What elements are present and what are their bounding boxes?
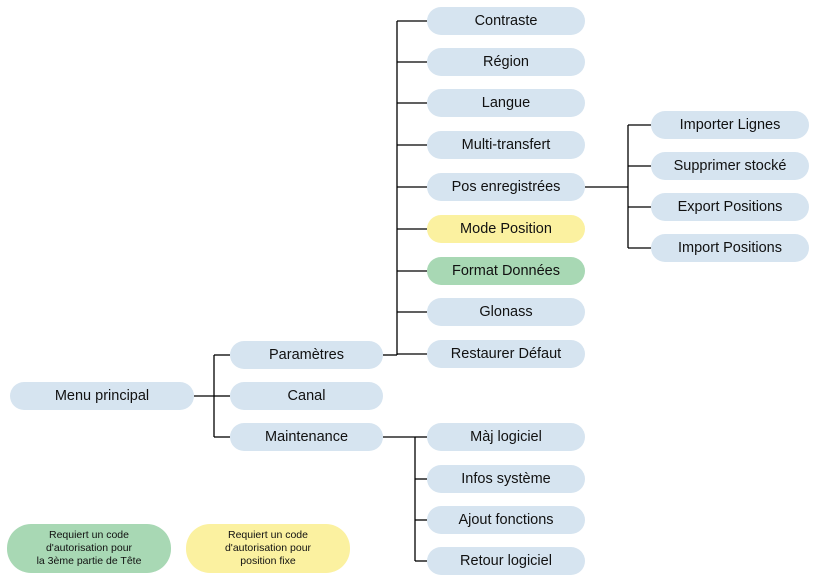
node-multi-transfert[interactable]: Multi-transfert <box>427 131 585 159</box>
legend-auth-head-line3: la 3ème partie de Tête <box>36 555 142 567</box>
node-supprimer-stocke[interactable]: Supprimer stocké <box>651 152 809 180</box>
legend-auth-fixed-line1: Requiert un code <box>228 529 308 541</box>
node-importer-lignes[interactable]: Importer Lignes <box>651 111 809 139</box>
legend-auth-fixed-line2: d'autorisation pour <box>224 542 312 554</box>
node-maj-logiciel[interactable]: Màj logiciel <box>427 423 585 451</box>
node-infos-systeme[interactable]: Infos système <box>427 465 585 493</box>
node-import-positions[interactable]: Import Positions <box>651 234 809 262</box>
node-canal[interactable]: Canal <box>230 382 383 410</box>
legend-auth-fixed: Requiert un code d'autorisation pour pos… <box>186 524 350 573</box>
node-mode-position[interactable]: Mode Position <box>427 215 585 243</box>
legend-auth-head: Requiert un code d'autorisation pour la … <box>7 524 171 573</box>
node-retour-logiciel[interactable]: Retour logiciel <box>427 547 585 575</box>
node-langue[interactable]: Langue <box>427 89 585 117</box>
node-parametres[interactable]: Paramètres <box>230 341 383 369</box>
node-restaurer-defaut[interactable]: Restaurer Défaut <box>427 340 585 368</box>
node-region[interactable]: Région <box>427 48 585 76</box>
node-maintenance[interactable]: Maintenance <box>230 423 383 451</box>
node-ajout-fonctions[interactable]: Ajout fonctions <box>427 506 585 534</box>
node-menu-principal[interactable]: Menu principal <box>10 382 194 410</box>
legend-auth-fixed-line3: position fixe <box>240 555 296 567</box>
node-contraste[interactable]: Contraste <box>427 7 585 35</box>
legend-auth-head-line2: d'autorisation pour <box>45 542 133 554</box>
legend-auth-head-line1: Requiert un code <box>49 529 129 541</box>
node-format-donnees[interactable]: Format Données <box>427 257 585 285</box>
node-export-positions[interactable]: Export Positions <box>651 193 809 221</box>
node-glonass[interactable]: Glonass <box>427 298 585 326</box>
node-pos-enregistrees[interactable]: Pos enregistrées <box>427 173 585 201</box>
